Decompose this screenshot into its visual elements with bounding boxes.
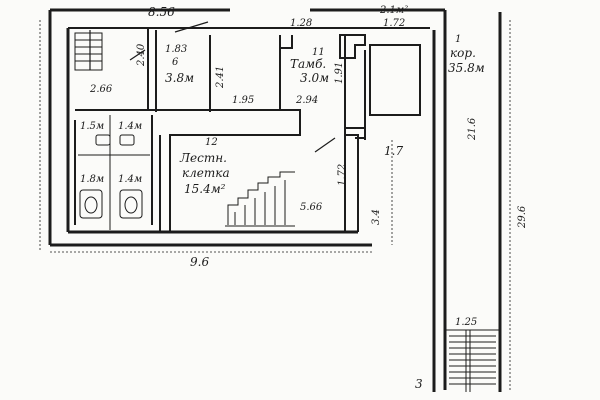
dim-bottom-width: 9.6	[190, 255, 210, 269]
dim-left-room: 2.66	[90, 84, 113, 95]
dim-top-right: 1.72	[383, 18, 406, 29]
dim-room6-width: 1.83	[165, 44, 188, 55]
wc-fixtures	[78, 115, 150, 230]
dim-room6-side: 2.41	[215, 65, 226, 88]
corridor-number: 1	[455, 34, 462, 45]
outer-walls	[48, 8, 502, 392]
stair-hall-area: 15.4м²	[184, 182, 226, 196]
wc3-area: 1.8м	[80, 174, 105, 185]
dim-top-right-area: 2.1м²	[380, 5, 409, 16]
dim-corridor-inner: 1.7	[384, 144, 404, 158]
vestibule-area: 3.0м	[300, 71, 330, 85]
dim-mid-wall: 1.95	[232, 95, 255, 106]
stair-corridor	[445, 329, 500, 392]
stair-hall-name-2: клетка	[182, 166, 230, 180]
dim-top-left: 8.56	[148, 5, 175, 19]
dim-top-mid: 1.28	[290, 18, 313, 29]
dim-stair-width: 5.66	[300, 202, 323, 213]
room6-area: 3.8м	[165, 71, 195, 85]
dim-lower-left: 3.4	[371, 209, 382, 225]
corridor-area: 35.8м	[448, 61, 485, 75]
dim-overall-len: 29.6	[517, 205, 528, 228]
doors	[89, 21, 336, 153]
wc4-area: 1.4м	[118, 174, 143, 185]
vestibule-number: 11	[312, 47, 325, 58]
wc1-area: 1.5м	[80, 121, 105, 132]
stair-hall-name-1: Лестн.	[180, 151, 227, 165]
dim-room6-height: 2.40	[136, 43, 147, 66]
dim-vestibule-h: 1.91	[334, 61, 345, 84]
dim-stair-bottom: 1.25	[455, 317, 478, 328]
dim-corridor-len: 21.6	[467, 117, 478, 140]
dim-cut-bottom: 3	[415, 377, 423, 391]
corridor-name: кор.	[450, 46, 476, 60]
room6-number: 6	[172, 57, 179, 68]
stair-hall-number: 12	[205, 137, 218, 148]
stair-upper	[74, 32, 103, 71]
vestibule-name: Тамб.	[290, 57, 327, 71]
wc2-area: 1.4м	[118, 121, 143, 132]
dimension-lines	[39, 20, 511, 390]
dim-vestibule-w: 2.94	[296, 95, 319, 106]
inner-walls	[68, 27, 430, 232]
dim-stair-side: 1.72	[337, 163, 348, 186]
stair-hall-stairs	[225, 171, 295, 227]
